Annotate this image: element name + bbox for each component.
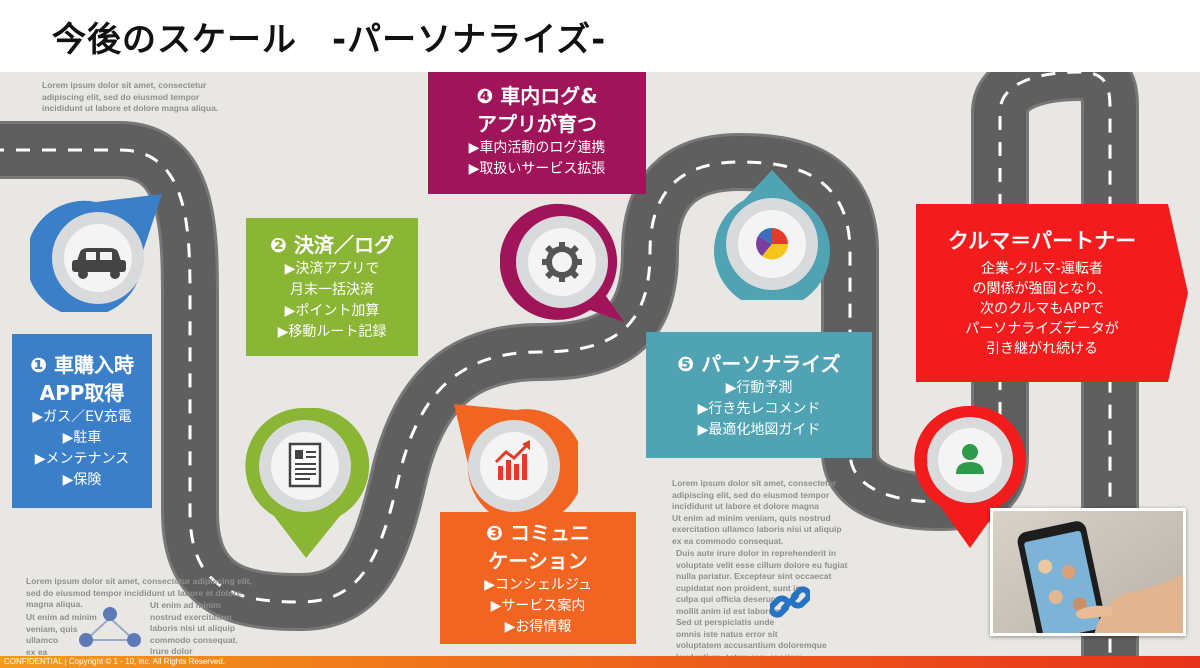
person-icon xyxy=(956,444,984,474)
partner-pin xyxy=(914,405,1026,548)
step2-pin xyxy=(245,408,370,558)
placeholder-text-bottom-left: Lorem ipsum dolor sit amet, consectetur … xyxy=(26,576,252,609)
step5-items: ▶行動予測 ▶行き先レコメンド ▶最適化地図ガイド xyxy=(697,379,821,438)
placeholder-text-bottom-left-2a: Ut enim ad minim veniam, quis ullamco ex… xyxy=(26,612,97,656)
step1-box: ❶ 車購入時 APP取得 ▶ガス／EV充電 ▶駐車 ▶メンテナンス ▶保険 xyxy=(12,334,152,508)
hand-holding-phone-image xyxy=(993,511,1183,633)
placeholder-text-top: Lorem ipsum dolor sit amet, consectetur … xyxy=(42,80,219,113)
document-icon xyxy=(288,442,322,488)
placeholder-text-middle: Lorem ipsum dolor sit amet, consectetur … xyxy=(672,478,842,546)
footer-bar: CONFIDENTIAL | Copyright © 1 - 10, inc. … xyxy=(0,656,1200,668)
partner-heading: クルマ＝パートナー xyxy=(947,229,1137,253)
placeholder-text-bottom-left-2b: Ut enim ad minim nostrud exercitation la… xyxy=(150,600,238,656)
step3-pin xyxy=(454,404,578,522)
page-title: 今後のスケール -パーソナライズ- xyxy=(52,20,607,60)
step4-heading: ❹ 車内ログ& アプリが育つ xyxy=(476,84,598,136)
step3-box: ❸ コミュニ ケーション ▶コンシェルジュ ▶サービス案内 ▶お得情報 xyxy=(440,512,636,644)
gear-icon xyxy=(542,242,582,282)
roadmap-canvas: Lorem ipsum dolor sit amet, consectetur … xyxy=(0,72,1200,656)
partner-box-shape xyxy=(916,204,1188,382)
people-network-icon xyxy=(79,607,141,647)
link-icon xyxy=(770,586,810,618)
footer-copyright: CONFIDENTIAL | Copyright © 1 - 10, inc. … xyxy=(4,657,226,666)
chart-growth-icon xyxy=(494,440,530,480)
step1-pin xyxy=(30,194,162,312)
car-icon xyxy=(72,248,126,279)
step4-items: ▶車内活動のログ連携 ▶取扱いサービス拡張 xyxy=(468,140,606,177)
step1-items: ▶ガス／EV充電 ▶駐車 ▶メンテナンス ▶保険 xyxy=(32,409,132,488)
step2-items: ▶決済アプリで 月末一括決済 ▶ポイント加算 ▶移動ルート記録 xyxy=(277,261,387,340)
step3-items: ▶コンシェルジュ ▶サービス案内 ▶お得情報 xyxy=(484,576,592,635)
partner-box: クルマ＝パートナー 企業-クルマ-運転者 の関係が強固となり、 次のクルマもAP… xyxy=(916,204,1168,382)
partner-body: 企業-クルマ-運転者 の関係が強固となり、 次のクルマもAPPで パーソナライズ… xyxy=(965,261,1119,357)
step4-box: ❹ 車内ログ& アプリが育つ ▶車内活動のログ連携 ▶取扱いサービス拡張 xyxy=(428,72,646,194)
placeholder-text-middle-2: Duis aute irure dolor in reprehenderit i… xyxy=(676,548,848,656)
step3-heading: ❸ コミュニ ケーション xyxy=(486,520,590,573)
smartphone-photo xyxy=(990,508,1186,636)
step2-heading: ❷ 決済／ログ xyxy=(270,233,394,257)
step5-pin xyxy=(714,170,830,300)
step5-heading: ❺ パーソナライズ xyxy=(677,351,841,376)
step2-box: ❷ 決済／ログ ▶決済アプリで 月末一括決済 ▶ポイント加算 ▶移動ルート記録 xyxy=(246,218,418,356)
step1-heading: ❶ 車購入時 APP取得 xyxy=(30,353,134,405)
pie-chart-icon xyxy=(756,227,788,260)
step5-box: ❺ パーソナライズ ▶行動予測 ▶行き先レコメンド ▶最適化地図ガイド xyxy=(646,332,872,458)
step4-pin xyxy=(500,203,624,322)
